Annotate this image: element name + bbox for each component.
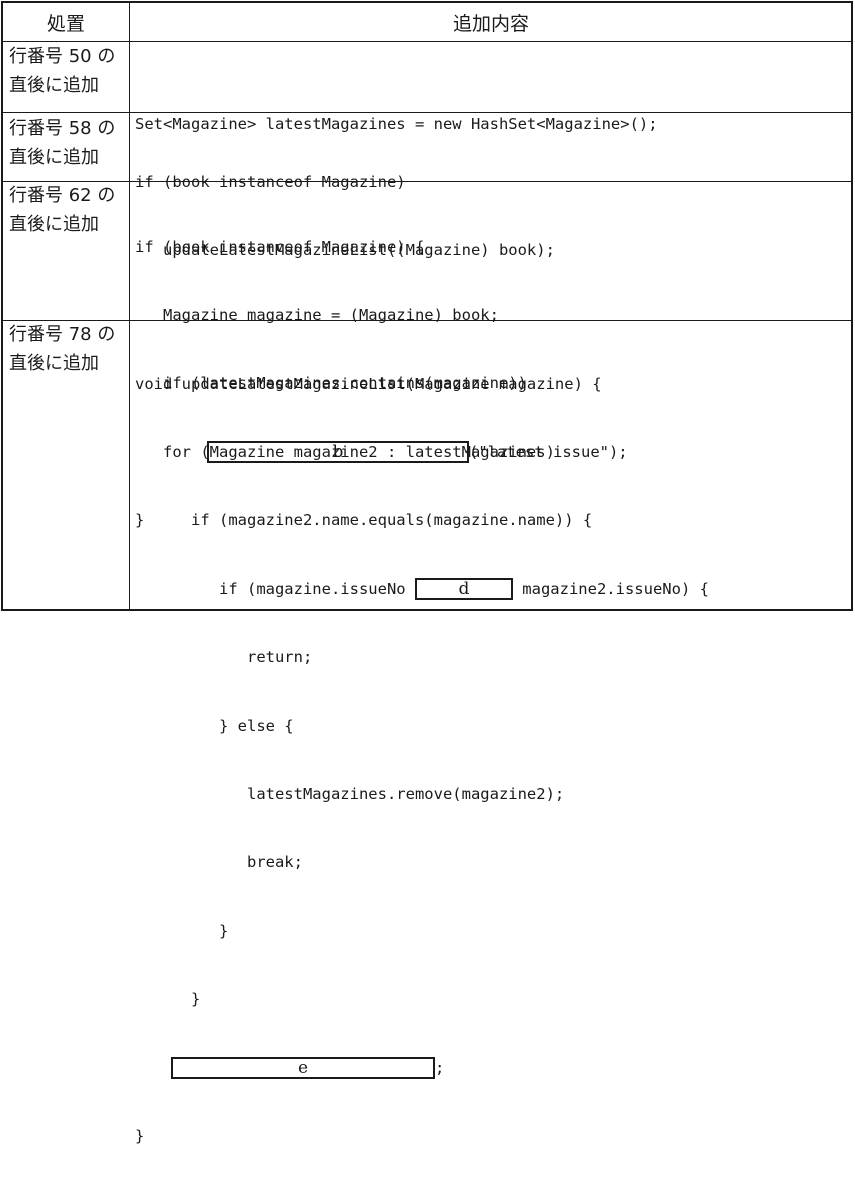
additions-table: 処置 追加内容 行番号 50 の 直後に追加 Set<Magazine> lat… <box>1 1 853 1145</box>
row-action: 行番号 58 の 直後に追加 <box>9 114 127 172</box>
action-line: 行番号 62 の <box>9 185 116 206</box>
row-divider <box>3 320 851 321</box>
row-divider <box>3 41 851 42</box>
code-line: if (book instanceof Magazine) { <box>135 237 425 256</box>
action-line: 行番号 50 の <box>9 46 116 67</box>
row-action: 行番号 78 の 直後に追加 <box>9 320 127 378</box>
code-line: } <box>135 1126 145 1145</box>
header-action: 処置 <box>46 12 85 35</box>
code-block: void updateLatestMagazineList(Magazine m… <box>135 327 845 1193</box>
code-line: Magazine magazine = (Magazine) book; <box>135 305 499 324</box>
code-line: } else { <box>135 716 294 735</box>
code-line: if (magazine.issueNo d magazine2.issueNo… <box>135 578 845 601</box>
code-fragment: if (magazine.issueNo <box>135 579 415 598</box>
action-line: 行番号 78 の <box>9 324 116 345</box>
code-line: } <box>135 990 201 1009</box>
code-line: if (book instanceof Magazine) <box>135 172 406 191</box>
code-line: break; <box>135 853 303 872</box>
row-action: 行番号 50 の 直後に追加 <box>9 42 127 100</box>
code-line: return; <box>135 648 313 667</box>
code-line: if (magazine2.name.equals(magazine.name)… <box>135 511 593 530</box>
row-divider <box>3 181 851 182</box>
column-divider <box>129 3 130 609</box>
action-line: 直後に追加 <box>9 147 99 168</box>
code-line: Set<Magazine> latestMagazines = new Hash… <box>135 114 658 133</box>
code-line: } <box>135 921 229 940</box>
code-line: if (latestMagazines.contains(magazine)) <box>135 374 527 393</box>
code-line: updateLatestMagazineList((Magazine) book… <box>135 240 555 259</box>
code-line: } <box>135 511 145 530</box>
header-content: 追加内容 <box>452 12 529 35</box>
blank-e: e <box>171 1057 435 1079</box>
code-fragment: magazine2.issueNo) { <box>512 579 709 598</box>
code-line: latestMagazines.remove(magazine2); <box>135 784 565 803</box>
code-line: b("latest issue"); <box>135 441 845 464</box>
code-fragment: ("latest issue"); <box>469 442 628 461</box>
code-fragment: ; <box>435 1058 445 1077</box>
action-line: 行番号 58 の <box>9 118 116 139</box>
code-line: for (Magazine magazine2 : latestMagazine… <box>135 442 555 461</box>
row-divider <box>3 112 851 113</box>
code-block: if (book instanceof Magazine) updateLate… <box>135 125 845 307</box>
code-line: e; <box>135 1057 845 1080</box>
code-line: void updateLatestMagazineList(Magazine m… <box>135 374 602 393</box>
blank-b: b <box>207 441 469 464</box>
action-line: 直後に追加 <box>9 214 99 235</box>
blank-d: d <box>414 578 513 601</box>
action-line: 直後に追加 <box>9 353 99 374</box>
row-action: 行番号 62 の 直後に追加 <box>9 181 127 239</box>
action-line: 直後に追加 <box>9 75 99 96</box>
code-block: if (book instanceof Magazine) { Magazine… <box>135 190 845 578</box>
code-block: Set<Magazine> latestMagazines = new Hash… <box>135 67 845 181</box>
